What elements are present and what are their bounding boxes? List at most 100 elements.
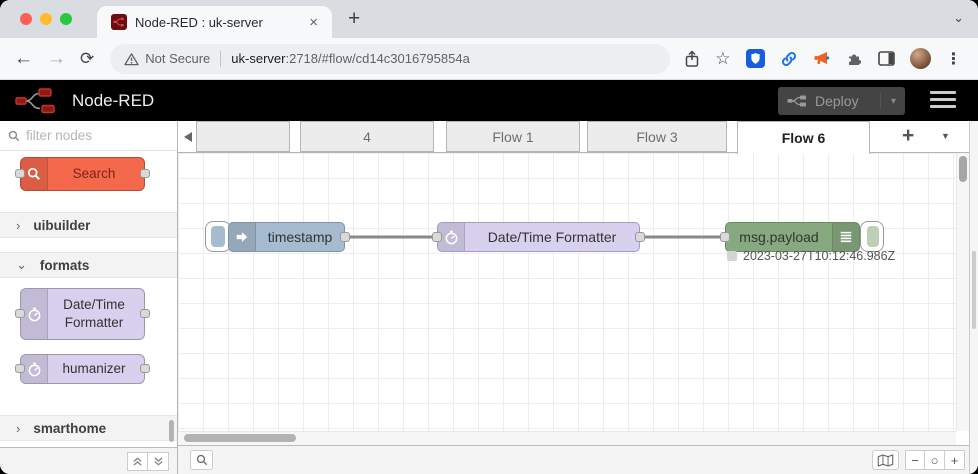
- palette-scrollbar[interactable]: [169, 420, 174, 442]
- profile-avatar[interactable]: [909, 48, 931, 69]
- palette-section-search: Search: [0, 151, 177, 212]
- toolbar-icons: ☆ ⋮: [684, 48, 962, 69]
- flow-tab-label: 4: [363, 128, 371, 145]
- category-label: smarthome: [33, 420, 107, 436]
- navigator-map-button[interactable]: [872, 450, 899, 470]
- flow-canvas[interactable]: timestamp Date/Time Formatter msg.payloa…: [178, 153, 969, 445]
- megaphone-extension-icon[interactable]: [813, 51, 831, 67]
- filter-nodes-input[interactable]: [26, 128, 156, 143]
- flow-tab-flow6-active[interactable]: Flow 6: [737, 121, 870, 154]
- not-secure-warning-icon: [124, 52, 139, 66]
- share-icon[interactable]: [684, 49, 700, 68]
- timer-icon: [21, 355, 48, 383]
- browser-toolbar: ← → ⟳ Not Secure uk-server:2718/#flow/cd…: [0, 38, 978, 80]
- palette-node-search[interactable]: Search: [15, 157, 150, 191]
- bitwarden-extension-icon[interactable]: [745, 49, 765, 68]
- forward-button: →: [47, 48, 66, 69]
- deploy-button[interactable]: Deploy ▾: [778, 87, 905, 115]
- debug-toggle-button[interactable]: [860, 221, 884, 252]
- node-input-port: [15, 364, 25, 373]
- deploy-options-caret-icon[interactable]: ▾: [879, 93, 896, 109]
- node-label: msg.payload: [739, 229, 819, 245]
- omnibox-divider: [220, 50, 222, 67]
- add-flow-button[interactable]: +: [902, 124, 915, 147]
- node-output-port[interactable]: [340, 232, 350, 242]
- palette-category-formats[interactable]: ⌄ formats: [0, 252, 177, 278]
- inject-button-pad: [211, 226, 225, 247]
- horizontal-scrollbar[interactable]: [184, 434, 296, 442]
- reload-button[interactable]: ⟳: [80, 49, 95, 68]
- minimize-window-button[interactable]: [40, 13, 52, 25]
- tab-overflow-chevron-icon[interactable]: ⌄: [953, 10, 964, 25]
- browser-menu-icon[interactable]: ⋮: [945, 50, 962, 68]
- page-scrollbar[interactable]: [972, 251, 976, 329]
- node-input-port[interactable]: [432, 232, 442, 242]
- collapse-all-icon[interactable]: [127, 451, 148, 471]
- palette-filter[interactable]: [0, 121, 177, 151]
- node-red-logo-icon: [15, 87, 55, 113]
- window-controls: [20, 13, 72, 25]
- palette-category-uibuilder[interactable]: › uibuilder: [0, 212, 177, 238]
- url-path: :2718/#flow/cd14c3016795854a: [285, 51, 470, 66]
- node-input-port: [15, 169, 25, 178]
- browser-tab-title: Node-RED : uk-server: [135, 14, 263, 30]
- flow-tab-label: Flow 3: [636, 128, 678, 145]
- node-palette: Search › uibuilder ⌄ formats Dat: [0, 121, 178, 474]
- debug-node-msg-payload[interactable]: msg.payload: [720, 222, 860, 252]
- address-bar[interactable]: Not Secure uk-server:2718/#flow/cd14c301…: [110, 43, 671, 74]
- flow-list-caret-icon[interactable]: ▼: [941, 131, 950, 141]
- status-text: 2023-03-27T10:12:46.986Z: [743, 249, 896, 263]
- flow-tab-clipped[interactable]: 2: [196, 121, 290, 152]
- flow-tab-4[interactable]: 4: [300, 121, 434, 152]
- zoom-out-button[interactable]: −: [905, 450, 925, 470]
- expand-all-icon[interactable]: [148, 451, 169, 471]
- node-input-port: [15, 309, 25, 318]
- palette-node-datetime-formatter[interactable]: Date/Time Formatter: [15, 288, 150, 340]
- flow-tab-flow3[interactable]: Flow 3: [587, 121, 727, 152]
- debug-list-icon: [832, 223, 859, 251]
- browser-tab-strip: Node-RED : uk-server × + ⌄: [0, 0, 978, 38]
- palette-section-formats: Date/Time Formatter humanizer: [0, 278, 177, 415]
- category-label: uibuilder: [33, 217, 91, 233]
- node-output-port[interactable]: [635, 232, 645, 242]
- palette-footer: [0, 447, 177, 474]
- formatter-node[interactable]: Date/Time Formatter: [432, 222, 645, 252]
- node-label: humanizer: [62, 360, 126, 376]
- node-label: timestamp: [267, 229, 333, 245]
- new-tab-button[interactable]: +: [348, 7, 361, 30]
- node-red-brand-title: Node-RED: [72, 90, 155, 110]
- bookmark-star-icon[interactable]: ☆: [715, 48, 731, 68]
- link-extension-icon[interactable]: [780, 50, 798, 68]
- tab-close-icon[interactable]: ×: [309, 13, 318, 31]
- zoom-reset-button[interactable]: ○: [925, 450, 945, 470]
- zoom-in-button[interactable]: +: [945, 450, 965, 470]
- close-window-button[interactable]: [20, 13, 32, 25]
- workspace-footer: − ○ +: [178, 445, 969, 474]
- deploy-label: Deploy: [815, 93, 859, 109]
- security-label[interactable]: Not Secure: [145, 51, 211, 66]
- vertical-scrollbar[interactable]: [959, 156, 967, 182]
- node-red-header: Node-RED Deploy ▾: [0, 80, 978, 121]
- timer-icon: [438, 223, 465, 251]
- main-menu-icon[interactable]: [930, 91, 956, 112]
- back-button[interactable]: ←: [14, 48, 33, 69]
- extensions-puzzle-icon[interactable]: [846, 50, 863, 67]
- scroll-tabs-left-button[interactable]: [178, 121, 197, 153]
- node-output-port: [140, 169, 150, 178]
- browser-tab[interactable]: Node-RED : uk-server ×: [97, 6, 332, 38]
- inject-node-timestamp[interactable]: timestamp: [228, 222, 350, 252]
- node-input-port[interactable]: [720, 232, 730, 242]
- search-icon: [196, 454, 207, 466]
- palette-node-humanizer[interactable]: humanizer: [15, 354, 150, 384]
- chevron-right-icon: ›: [16, 420, 21, 436]
- node-label: Search: [72, 165, 116, 181]
- search-flows-button[interactable]: [190, 450, 213, 470]
- fullscreen-window-button[interactable]: [60, 13, 72, 25]
- chevron-down-icon: ⌄: [16, 257, 27, 272]
- triangle-left-icon: [179, 132, 192, 142]
- url-host: uk-server: [231, 51, 286, 66]
- flow-tab-flow1[interactable]: Flow 1: [446, 121, 580, 152]
- palette-category-smarthome[interactable]: › smarthome: [0, 415, 177, 441]
- side-panel-icon[interactable]: [877, 51, 895, 66]
